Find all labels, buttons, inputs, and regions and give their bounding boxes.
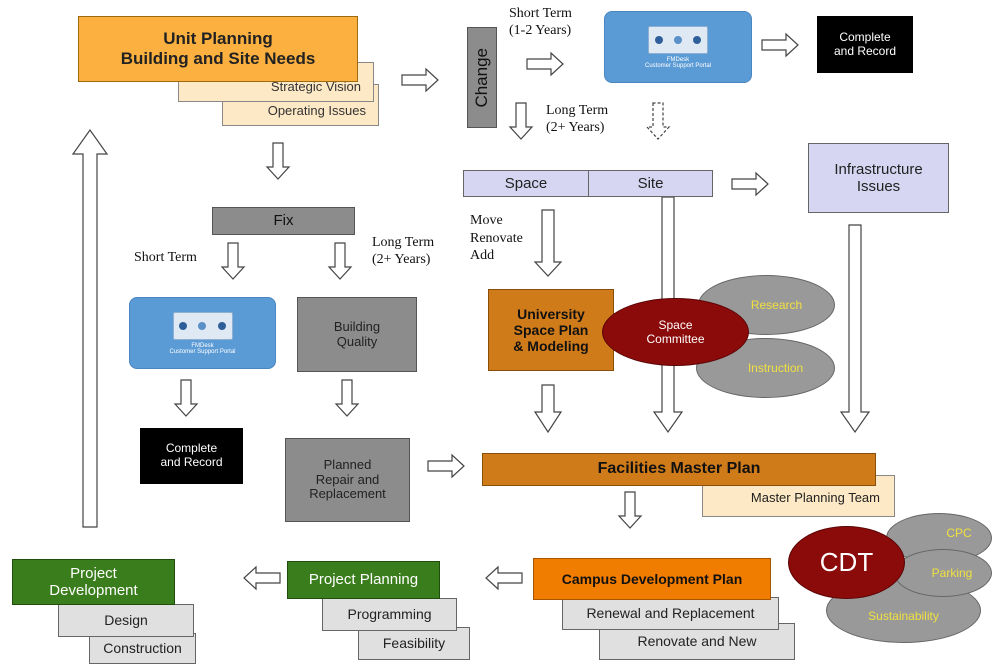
arrow-infra-to-fmp — [839, 224, 871, 434]
unit-planning-title: Unit Planning — [163, 29, 273, 49]
arrow-to-planned-repair — [335, 379, 359, 417]
project-planning-box[interactable]: Project Planning — [287, 561, 440, 599]
space-committee-ellipse[interactable]: Space Committee — [602, 298, 749, 366]
fmdesk-logo-icon — [172, 311, 233, 340]
arrow-to-project-planning — [485, 566, 523, 590]
arrow-to-change — [401, 68, 439, 92]
arrow-to-campus-plan — [618, 491, 642, 529]
move-renovate-add-label: Move Renovate Add — [470, 213, 523, 263]
operating-issues-label: Operating Issues — [267, 103, 366, 119]
arrow-up-return — [71, 128, 109, 528]
campus-development-plan-box[interactable]: Campus Development Plan — [533, 558, 771, 600]
space-box[interactable]: Space — [463, 170, 589, 197]
arrow-to-project-development — [243, 566, 281, 590]
renewal-replacement-card: Renewal and Replacement — [562, 597, 779, 630]
university-space-plan-box[interactable]: University Space Plan & Modeling — [488, 289, 614, 371]
unit-planning-box[interactable]: Unit Planning Building and Site Needs — [78, 16, 358, 82]
change-label: Change — [472, 47, 492, 108]
construction-card: Construction — [89, 633, 196, 664]
feasibility-card: Feasibility — [358, 627, 470, 660]
facilities-master-plan-box[interactable]: Facilities Master Plan — [482, 453, 876, 486]
arrow-to-complete-left — [174, 379, 198, 417]
unit-planning-subtitle: Building and Site Needs — [120, 49, 316, 68]
planned-repair-box[interactable]: Planned Repair and Replacement — [285, 438, 410, 522]
fmdesk-logo-icon — [648, 25, 708, 54]
arrow-short-term-left — [221, 242, 245, 280]
change-box[interactable]: Change — [467, 27, 497, 128]
short-term-left-label: Short Term — [134, 250, 197, 265]
fmdesk-portal-left[interactable]: FMDesk Customer Support Portal — [129, 297, 276, 369]
cdt-ellipse[interactable]: CDT — [788, 526, 905, 599]
fix-box[interactable]: Fix — [212, 207, 355, 235]
site-box[interactable]: Site — [588, 170, 713, 197]
arrow-to-complete-top — [761, 33, 799, 57]
arrow-to-master-plan — [427, 454, 465, 478]
arrow-long-term-left — [328, 242, 352, 280]
short-term-top-label: Short Term (1-2 Years) — [509, 6, 572, 38]
long-term-top-label: Long Term (2+ Years) — [546, 103, 609, 135]
fmdesk-portal-top[interactable]: FMDesk Customer Support Portal — [604, 11, 752, 83]
programming-card: Programming — [322, 598, 457, 631]
long-term-left-label: Long Term (2+ Years) — [372, 235, 435, 267]
arrow-space-to-usp — [533, 209, 563, 277]
project-development-box[interactable]: Project Development — [12, 559, 175, 605]
complete-record-top[interactable]: Complete and Record — [817, 16, 913, 73]
arrow-usp-to-fmp — [533, 384, 563, 434]
complete-record-left[interactable]: Complete and Record — [140, 428, 243, 484]
strategic-vision-label: Strategic Vision — [270, 79, 361, 95]
building-quality-box[interactable]: Building Quality — [297, 297, 417, 372]
arrow-to-portal-top — [526, 52, 564, 76]
design-card: Design — [58, 604, 194, 637]
arrow-to-fix — [266, 142, 290, 180]
arrow-to-space — [509, 102, 533, 140]
parking-ellipse[interactable]: Parking — [894, 549, 992, 597]
arrow-dashed-to-site — [645, 102, 671, 140]
arrow-to-infrastructure — [731, 172, 769, 196]
infrastructure-issues-box[interactable]: Infrastructure Issues — [808, 143, 949, 213]
